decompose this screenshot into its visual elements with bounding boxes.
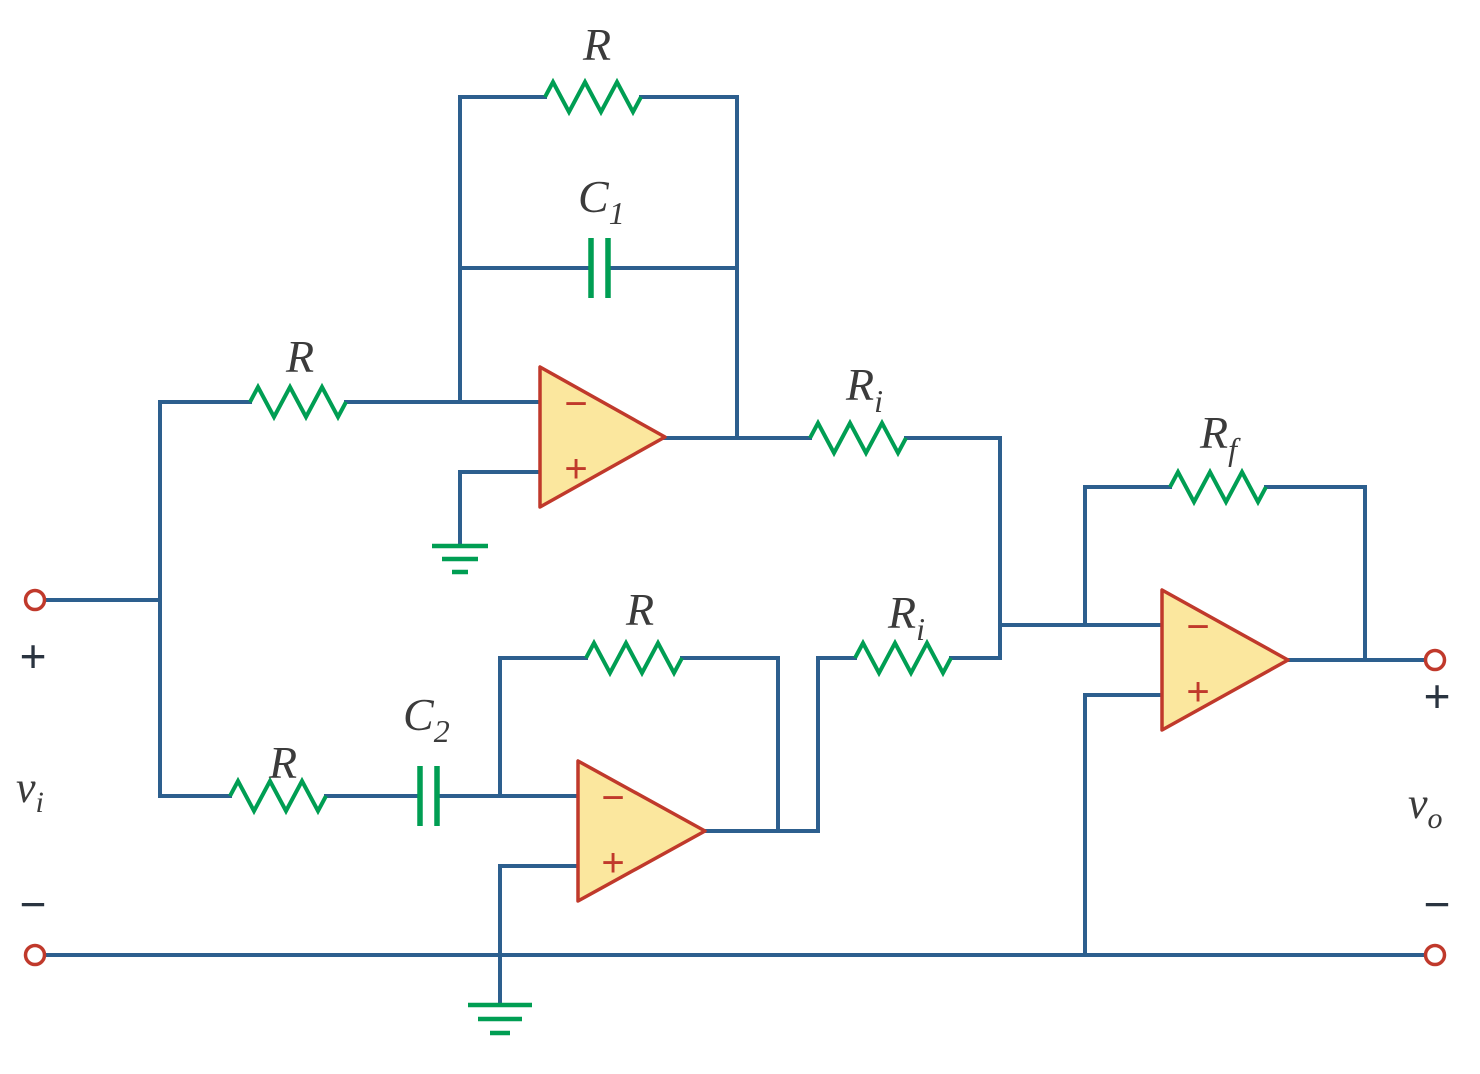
opamp3-minus-sign: − bbox=[1186, 605, 1209, 649]
opamp-signs: − + − + − + bbox=[564, 382, 1209, 885]
resistor-ri-top bbox=[808, 418, 908, 458]
label-c2: C2 bbox=[403, 689, 450, 749]
output-minus-sign: − bbox=[1424, 878, 1451, 930]
opamp1-plus-sign: + bbox=[564, 447, 587, 491]
label-r-left: R bbox=[285, 331, 314, 382]
label-ri-top: Ri bbox=[845, 359, 883, 419]
wire-rf-feedback bbox=[1083, 485, 1367, 662]
capacitor-c1 bbox=[588, 238, 611, 298]
resistor-r-mid bbox=[584, 638, 684, 678]
opamps bbox=[538, 365, 1290, 903]
wire-opamp2-output bbox=[703, 656, 1002, 833]
label-vo: vo bbox=[1408, 779, 1443, 835]
opamp1-minus-sign: − bbox=[564, 382, 587, 426]
input-terminal-positive bbox=[23, 588, 47, 612]
opamp-1 bbox=[538, 365, 667, 509]
terminals bbox=[23, 588, 1447, 967]
wire-opamp1-output bbox=[663, 436, 1002, 660]
opamp3-plus-sign: + bbox=[1186, 670, 1209, 714]
input-minus-sign: − bbox=[20, 878, 47, 930]
input-terminal-negative bbox=[23, 943, 47, 967]
resistor-ri-mid bbox=[853, 638, 953, 678]
label-vi: vi bbox=[16, 763, 44, 819]
output-terminal-positive bbox=[1423, 648, 1447, 672]
output-terminal-negative bbox=[1423, 943, 1447, 967]
resistor-r-bottom bbox=[228, 776, 328, 816]
wire-opamp1-feedback-left bbox=[458, 95, 547, 404]
input-plus-sign: + bbox=[20, 630, 47, 682]
wire-input bbox=[43, 400, 162, 798]
wire-opamp3-plus-input bbox=[1083, 693, 1164, 957]
labels: R C1 R Ri Rf R Ri C2 R vi vo + − + − bbox=[16, 19, 1450, 930]
wire-opamp2-feedback bbox=[498, 656, 780, 833]
ground-bottom bbox=[468, 1002, 532, 1036]
label-c1: C1 bbox=[578, 171, 625, 231]
label-ri-mid: Ri bbox=[887, 587, 925, 647]
label-r-bottom: R bbox=[268, 737, 297, 788]
wire-opamp1-feedback-right bbox=[639, 95, 739, 440]
label-rf: Rf bbox=[1199, 407, 1241, 467]
resistor-r-left bbox=[248, 382, 348, 422]
label-r-mid: R bbox=[625, 584, 654, 635]
label-r-top: R bbox=[582, 19, 611, 70]
components bbox=[228, 77, 1268, 1036]
opamp2-plus-sign: + bbox=[601, 841, 624, 885]
capacitor-c2 bbox=[417, 766, 440, 826]
output-plus-sign: + bbox=[1424, 670, 1451, 722]
ground-opamp1 bbox=[432, 543, 488, 575]
wire-opamp1-plus-input bbox=[458, 470, 542, 545]
opamp-3 bbox=[1160, 588, 1290, 732]
resistor-rf bbox=[1168, 467, 1268, 507]
wires bbox=[43, 95, 1427, 1004]
wire-opamp2-plus-input bbox=[498, 864, 580, 1004]
resistor-r-top bbox=[543, 77, 643, 117]
opamp-2 bbox=[576, 759, 707, 903]
opamp2-minus-sign: − bbox=[601, 776, 624, 820]
